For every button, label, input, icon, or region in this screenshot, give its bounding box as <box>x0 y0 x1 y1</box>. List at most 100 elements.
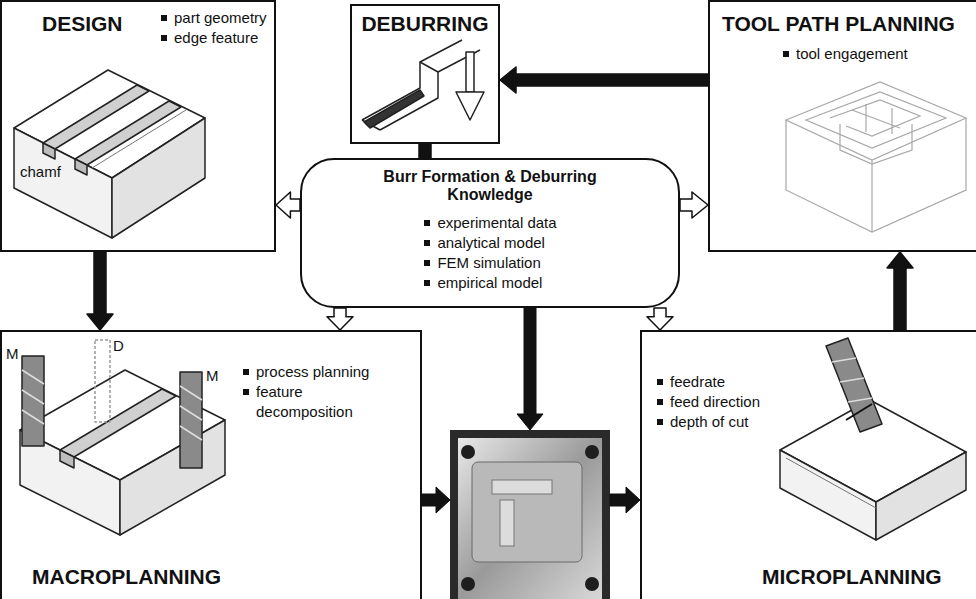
bullet-item: analytical model <box>423 233 556 253</box>
machined-part-photo <box>450 430 610 599</box>
arrow-shape <box>327 308 353 330</box>
micro-part <box>848 398 872 402</box>
toolpath-wireframe <box>852 110 900 128</box>
macro-part <box>60 450 74 468</box>
toolpath-wireframe <box>786 82 966 160</box>
macro-part <box>180 372 202 468</box>
deburring-sketch <box>380 50 480 130</box>
arrow-shape <box>680 192 708 218</box>
machined-part-photo <box>500 500 514 546</box>
machined-part-photo <box>458 438 602 599</box>
machined-part-photo <box>585 445 599 459</box>
micro-part <box>786 458 876 508</box>
design-part <box>75 101 181 165</box>
machined-part-photo <box>461 445 475 459</box>
block-arrow <box>887 252 913 330</box>
micro-part <box>780 450 876 540</box>
toolpath-wireframe <box>806 92 946 148</box>
part-label: M <box>206 368 219 385</box>
machined-part-photo <box>461 577 475 591</box>
flow-arrow <box>610 487 640 513</box>
macro-part <box>120 420 225 535</box>
bullet-item: feedrate <box>656 372 806 392</box>
toolpath-wireframe <box>891 108 892 134</box>
bullet-list: tool engagement <box>782 44 908 64</box>
macro-part <box>180 386 202 400</box>
stage-box: MICROPLANNING feedratefeed directiondepth… <box>640 330 976 599</box>
machined-part-photo <box>472 462 582 562</box>
deburring-sketch <box>364 90 424 128</box>
macro-part <box>180 406 202 420</box>
bullet-list: experimental dataanalytical modelFEM sim… <box>423 213 556 293</box>
bullet-item: process planning <box>242 362 392 382</box>
flow-arrow <box>422 308 640 513</box>
hollow-arrow <box>647 308 673 330</box>
arrow-shape <box>887 252 913 330</box>
bullet-item: part geometry <box>160 8 267 28</box>
part-label: M <box>6 346 19 363</box>
macro-part <box>60 389 176 457</box>
micro-part <box>780 338 966 540</box>
micro-part <box>846 404 872 420</box>
flow-arrow <box>517 308 543 430</box>
bullet-list: process planningfeature decomposition <box>242 362 392 422</box>
block-arrow <box>419 144 431 158</box>
design-part <box>43 85 149 149</box>
hollow-arrow <box>680 192 708 218</box>
bullet-list: feedratefeed directiondepth of cut <box>656 372 806 432</box>
macro-part <box>22 356 44 446</box>
macro-part <box>20 340 225 535</box>
macro-part <box>22 390 44 404</box>
deburring-sketch <box>362 40 462 120</box>
toolpath-wireframe <box>786 82 966 232</box>
stage-box: DESIGN part geometryedge feature <box>0 0 276 252</box>
box-title: DEBURRING <box>352 12 498 36</box>
knowledge-hub: Burr Formation & Deburring Knowledge expe… <box>300 158 680 308</box>
arrow-shape <box>500 67 708 93</box>
macro-part <box>95 340 110 422</box>
hollow-arrow <box>327 308 353 330</box>
box-title: DESIGN <box>42 12 123 36</box>
bullet-list: part geometryedge feature <box>160 8 267 48</box>
micro-part <box>876 452 966 540</box>
bullet-item: edge feature <box>160 28 267 48</box>
micro-part <box>832 358 856 362</box>
toolpath-wireframe <box>840 124 912 164</box>
toolpath-wireframe <box>786 118 966 232</box>
micro-part <box>840 378 864 382</box>
bullet-item: feature decomposition <box>242 382 392 422</box>
hollow-arrow <box>276 192 300 218</box>
micro-part <box>826 338 882 432</box>
flow-arrow <box>422 487 450 513</box>
machined-part-photo <box>492 480 552 494</box>
design-part <box>14 70 205 238</box>
bullet-item: experimental data <box>423 213 556 233</box>
arrow-shape <box>276 192 300 218</box>
box-title: MICROPLANNING <box>762 565 942 589</box>
toolpath-wireframe <box>830 100 920 136</box>
deburring-sketch <box>420 62 438 72</box>
part-label: D <box>113 338 124 355</box>
deburring-sketch <box>362 40 484 130</box>
box-title: MACROPLANNING <box>32 565 221 589</box>
toolpath-wireframe <box>865 104 866 132</box>
stage-box: DEBURRING <box>350 4 500 144</box>
macro-part <box>180 426 202 440</box>
block-arrow <box>87 252 113 330</box>
stage-box: TOOL PATH PLANNINGtool engagement <box>708 0 976 252</box>
block-arrow <box>500 67 708 93</box>
machined-part-photo <box>450 430 610 599</box>
machined-part-photo <box>585 577 599 591</box>
macro-part <box>22 410 44 424</box>
bullet-item: tool engagement <box>782 44 908 64</box>
bullet-item: FEM simulation <box>423 253 556 273</box>
box-title: Burr Formation & Deburring Knowledge <box>355 168 625 205</box>
part-label: chamf <box>20 164 61 181</box>
deburring-sketch <box>466 52 474 92</box>
arrow-shape <box>419 144 431 158</box>
bullet-item: feed direction <box>656 392 806 412</box>
bullet-item: empirical model <box>423 273 556 293</box>
